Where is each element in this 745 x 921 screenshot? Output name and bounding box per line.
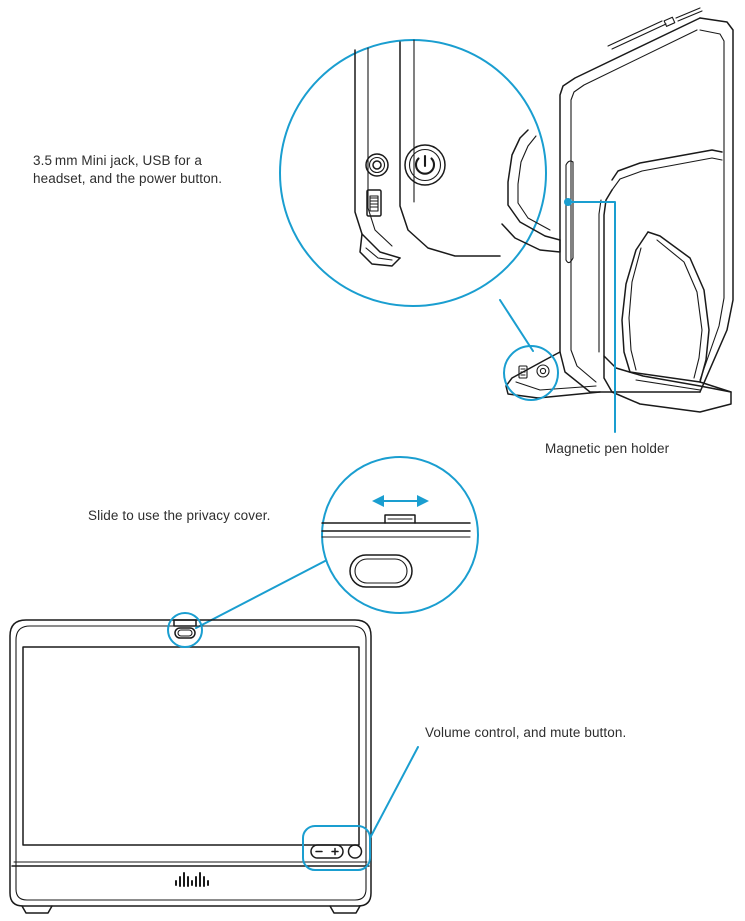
callout-label-pen-holder: Magnetic pen holder — [545, 441, 670, 456]
callout-label-privacy-cover: Slide to use the privacy cover. — [88, 508, 271, 523]
slide-arrow — [372, 495, 429, 507]
power-button — [404, 144, 446, 186]
privacy-magnified-content — [321, 495, 471, 588]
front-controls — [310, 844, 363, 859]
front-camera — [173, 619, 197, 639]
privacy-magnifier-circle — [321, 456, 479, 614]
cisco-logo — [175, 872, 209, 887]
privacy-focus-ring — [167, 612, 203, 648]
callout-ports-line1: 3.5 mm Mini jack, USB for a — [33, 153, 202, 168]
volume-focus-box — [302, 825, 371, 871]
usb-port — [366, 189, 382, 217]
rear-grille — [607, 7, 703, 50]
magnifier-privacy — [195, 456, 479, 629]
front-view — [9, 612, 372, 914]
ports-magnified-content — [354, 39, 561, 267]
callout-ports-line2: headset, and the power button. — [33, 171, 223, 186]
callout-label-ports: 3.5 mm Mini jack, USB for a headset, and … — [33, 152, 222, 188]
camera-lens — [349, 554, 413, 588]
rear-three-quarter-view — [505, 7, 734, 413]
callout-label-volume-mute: Volume control, and mute button. — [425, 725, 627, 740]
mini-jack-port — [365, 153, 389, 177]
display-screen — [22, 646, 360, 846]
pen-holder-leader — [564, 198, 616, 433]
mute-button — [347, 844, 363, 859]
ports-magnifier-circle — [279, 39, 547, 307]
volume-leader-line — [369, 746, 419, 839]
volume-up-icon — [331, 847, 339, 856]
ports-focus-ring — [503, 345, 559, 401]
volume-rocker — [310, 844, 344, 859]
magnifier-ports — [279, 39, 561, 401]
